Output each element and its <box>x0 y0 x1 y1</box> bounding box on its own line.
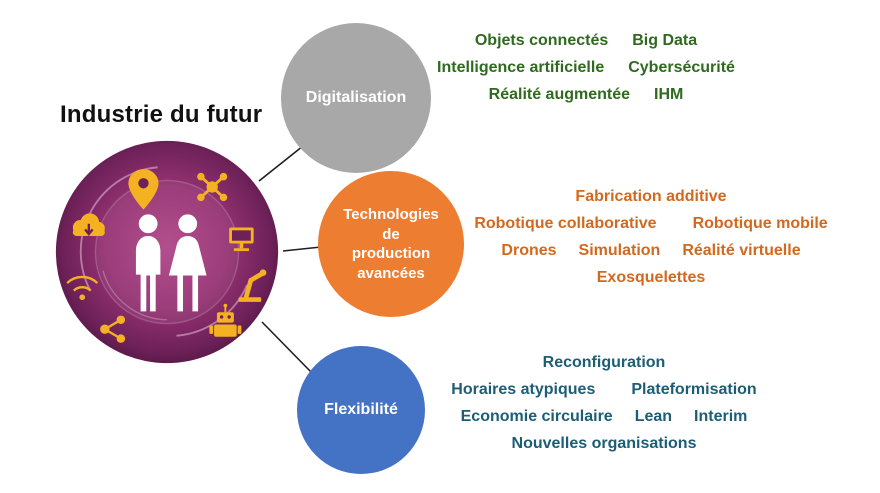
share-network-icon <box>100 315 126 343</box>
keyword-row: Nouvelles organisations <box>430 430 778 457</box>
keyword-row: Economie circulaire Lean Interim <box>430 403 778 430</box>
robot-arm-icon <box>238 269 267 302</box>
hub-arc-inner <box>102 270 168 321</box>
keyword-row: Exosquelettes <box>455 264 847 291</box>
keyword: Simulation <box>578 241 661 259</box>
drone-icon <box>197 172 228 202</box>
keyword: Reconfiguration <box>542 353 666 371</box>
keyword-row: Drones Simulation Réalité virtuelle <box>455 237 847 264</box>
keyword-row: Robotique collaborative Robotique mobile <box>455 210 847 237</box>
category-label-line: Technologies <box>343 206 439 223</box>
wifi-icon <box>66 275 99 301</box>
keyword-row: Fabrication additive <box>455 183 847 210</box>
keyword: Réalité augmentée <box>488 85 631 103</box>
keyword: Nouvelles organisations <box>511 434 697 452</box>
keyword: Lean <box>634 407 673 425</box>
keyword: Cybersécurité <box>628 58 735 76</box>
category-circle-flexibilite: Flexibilité <box>297 346 425 474</box>
keyword-row: Horaires atypiques Plateformisation <box>430 376 778 403</box>
keyword-row: Reconfiguration <box>430 349 778 376</box>
keyword: Réalité virtuelle <box>682 241 801 259</box>
keyword: Interim <box>694 407 748 425</box>
male-silhouette <box>135 214 161 312</box>
category-label-line: production <box>351 245 431 262</box>
keyword: Drones <box>501 241 557 259</box>
category-circle-technologies: Technologies de production avancées <box>318 171 464 317</box>
page-title: Industrie du futur <box>60 101 263 128</box>
keyword-row: Intelligence artificielle Cybersécurité <box>418 54 754 81</box>
keyword: Robotique mobile <box>692 214 828 232</box>
keyword-row: Réalité augmentée IHM <box>418 81 754 108</box>
keyword: Plateformisation <box>631 380 757 398</box>
connector-technologies <box>282 246 322 252</box>
cloud-download-icon <box>72 213 105 236</box>
keyword: IHM <box>654 85 684 103</box>
location-pin-icon <box>128 169 159 210</box>
category-label-line: avancées <box>357 264 425 282</box>
robot-icon <box>209 303 242 337</box>
category-label: Flexibilité <box>324 400 398 418</box>
connector-flexibilite <box>261 321 313 374</box>
category-label: Digitalisation <box>305 88 407 106</box>
keyword: Economie circulaire <box>460 407 613 425</box>
keyword: Horaires atypiques <box>451 380 596 398</box>
keyword: Exosquelettes <box>596 268 706 286</box>
keyword: Intelligence artificielle <box>437 58 605 76</box>
keyword-row: Objets connectés Big Data <box>418 27 754 54</box>
keyword: Fabrication additive <box>575 187 727 205</box>
hub-illustration <box>55 140 279 364</box>
keywords-digitalisation: Objets connectés Big Data Intelligence a… <box>418 27 754 108</box>
category-label-line: de <box>382 225 400 243</box>
connector-digitalisation <box>258 145 304 182</box>
monitor-icon <box>229 227 254 252</box>
hub-image <box>54 139 280 365</box>
female-silhouette <box>168 214 207 312</box>
keywords-technologies: Fabrication additive Robotique collabora… <box>455 183 847 291</box>
keywords-flexibilite: Reconfiguration Horaires atypiques Plate… <box>430 349 778 457</box>
keyword: Robotique collaborative <box>474 214 657 232</box>
hub-inner-ring <box>94 179 240 325</box>
category-circle-digitalisation: Digitalisation <box>281 23 431 173</box>
keyword: Objets connectés <box>474 31 609 49</box>
keyword: Big Data <box>632 31 698 49</box>
